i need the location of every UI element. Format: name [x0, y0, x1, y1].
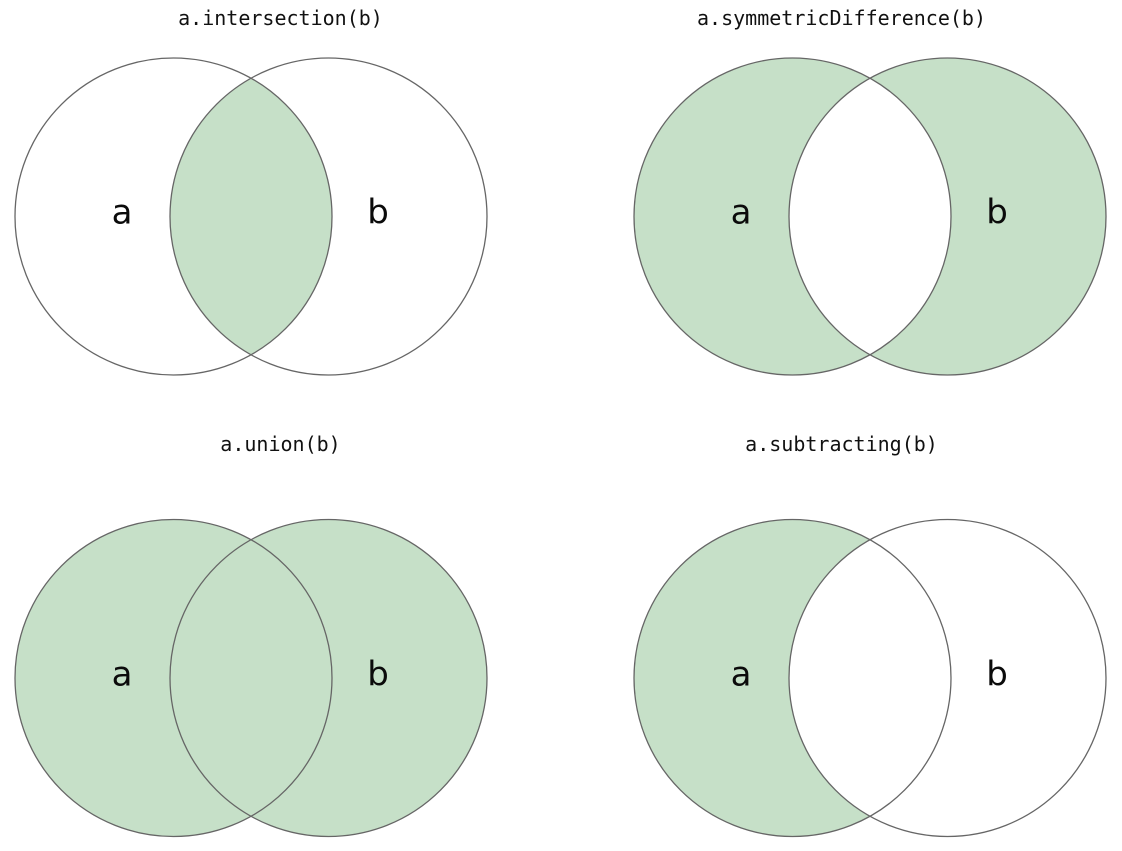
circle-b-outline [788, 57, 1107, 376]
circle-a-outline [14, 57, 333, 376]
circle-a-outline [633, 518, 952, 838]
venn-diagram-union: a b [14, 518, 488, 838]
region-b-filled [170, 519, 487, 837]
region-a-and-b [170, 58, 332, 375]
venn-panel-symmetric-difference: a.symmetricDifference(b) a [561, 0, 1122, 425]
panel-title-union: a.union(b) [220, 432, 341, 456]
set-label-b: b [986, 193, 1008, 233]
set-label-a: a [112, 655, 133, 695]
venn-diagram-intersection: a b [14, 57, 488, 376]
set-label-b: b [367, 655, 389, 695]
circle-a-outline [633, 57, 952, 376]
set-label-a: a [731, 655, 752, 695]
circle-b-outline [788, 518, 1107, 838]
set-label-a: a [731, 193, 752, 233]
set-label-b: b [986, 655, 1008, 695]
panel-title-intersection: a.intersection(b) [178, 6, 383, 30]
circle-a-outline [14, 518, 333, 838]
venn-diagram-symmetric-difference: a b [561, 0, 1122, 425]
circle-b-outline [169, 518, 488, 838]
venn-panel-union: a.union(b) a b [0, 426, 561, 851]
venn-panel-subtracting: a.subtracting(b) a b [561, 426, 1122, 851]
circle-b-outline [169, 57, 488, 376]
region-a-only [561, 426, 1122, 851]
venn-diagram-subtracting: a b [561, 426, 1122, 851]
venn-panel-intersection: a.intersection(b) [0, 0, 561, 425]
set-label-a: a [112, 193, 133, 233]
set-label-b: b [367, 193, 389, 233]
region-b-only [561, 0, 1122, 425]
